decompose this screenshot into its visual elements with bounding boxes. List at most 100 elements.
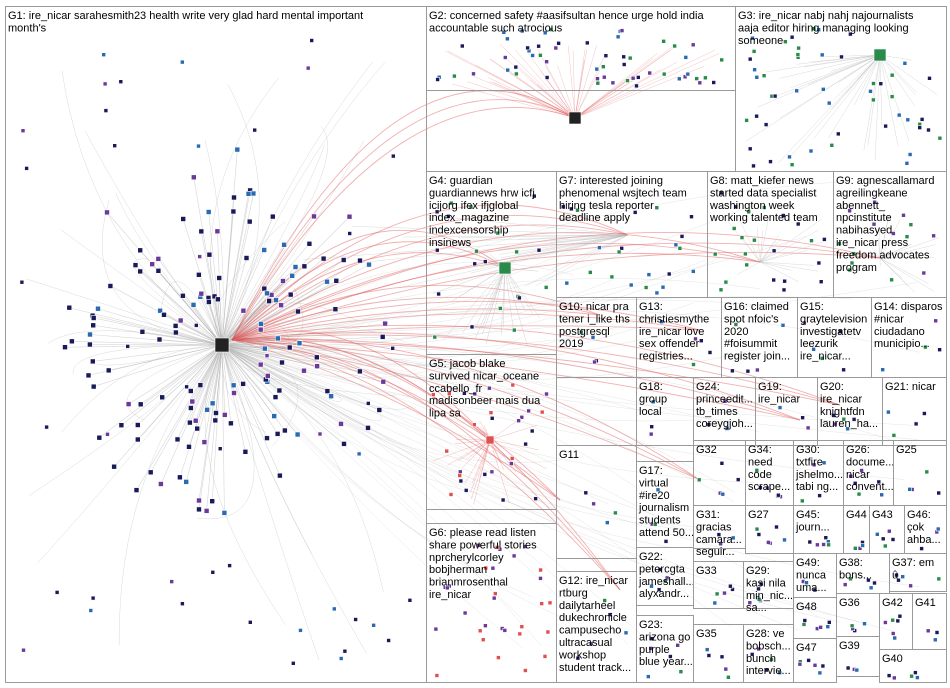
- group-label-line: ultracasual: [559, 637, 612, 649]
- graph-node: [170, 580, 174, 584]
- group-label-line: G16: claimed: [724, 301, 789, 313]
- graph-node: [449, 493, 453, 497]
- graph-node: [185, 385, 189, 389]
- graph-node: [783, 40, 787, 44]
- graph-node: [231, 383, 236, 388]
- graph-node: [267, 298, 272, 303]
- graph-node: [187, 420, 192, 425]
- graph-node: [819, 280, 823, 284]
- graph-node: [647, 273, 651, 277]
- group-label-line: sex offender: [639, 338, 700, 350]
- graph-node: [537, 44, 541, 48]
- graph-node: [483, 260, 487, 264]
- hub-node-g5: [486, 436, 494, 444]
- graph-node: [498, 306, 502, 310]
- graph-node: [920, 117, 924, 121]
- graph-node: [655, 206, 659, 210]
- graph-node: [489, 411, 493, 415]
- group-label-line: G1: ire_nicar sarahesmith23 health write…: [8, 10, 363, 22]
- group-label-line: G40: [882, 653, 903, 665]
- graph-node: [244, 256, 249, 261]
- graph-node: [928, 76, 932, 80]
- group-label-g33: G33: [696, 565, 717, 577]
- group-label-line: dailytarheel: [559, 600, 615, 612]
- graph-node: [173, 323, 178, 328]
- graph-node: [610, 275, 614, 279]
- graph-node: [509, 462, 513, 466]
- graph-node: [253, 128, 257, 132]
- graph-node: [843, 583, 847, 587]
- graph-node: [585, 41, 589, 45]
- graph-node: [698, 81, 702, 85]
- graph-node: [299, 628, 303, 632]
- graph-node: [896, 619, 900, 623]
- graph-node: [540, 602, 544, 606]
- graph-node: [872, 82, 876, 86]
- graph-node: [752, 164, 756, 168]
- graph-node: [195, 426, 200, 431]
- graph-node: [884, 124, 888, 128]
- graph-node: [217, 276, 222, 281]
- graph-node: [478, 629, 482, 633]
- graph-node: [437, 292, 441, 296]
- graph-node: [408, 598, 412, 602]
- graph-node: [372, 623, 376, 627]
- graph-node: [150, 262, 155, 267]
- graph-node: [281, 279, 286, 284]
- graph-node: [673, 44, 677, 48]
- group-label-line: jameshall...: [638, 576, 695, 588]
- graph-node: [597, 246, 601, 250]
- graph-node: [596, 81, 600, 85]
- graph-node: [881, 537, 885, 541]
- graph-node: [818, 494, 822, 498]
- graph-node: [518, 632, 522, 636]
- group-label-g42: G42: [882, 597, 903, 609]
- graph-node: [626, 79, 630, 83]
- group-label-line: washington week: [709, 200, 795, 212]
- group-label-line: G49:: [796, 557, 820, 569]
- graph-node: [783, 538, 787, 542]
- group-label-line: nunca: [796, 569, 827, 581]
- graph-node: [914, 422, 918, 426]
- group-label-line: bobjherman: [429, 564, 487, 576]
- graph-node: [490, 470, 494, 474]
- group-label-line: G36: [839, 597, 860, 609]
- graph-node: [922, 412, 926, 416]
- graph-node: [880, 493, 884, 497]
- group-label-line: rtburg: [559, 587, 588, 599]
- graph-node: [604, 54, 608, 58]
- graph-node: [258, 362, 263, 367]
- graph-node: [602, 75, 606, 79]
- graph-node: [218, 447, 222, 451]
- group-label-line: txtfire: [796, 456, 823, 468]
- graph-node: [809, 149, 813, 153]
- graph-node: [719, 288, 723, 292]
- graph-node: [807, 658, 811, 662]
- graph-node: [173, 330, 178, 335]
- group-label-line: seguir...: [696, 546, 735, 558]
- graph-node: [620, 29, 624, 33]
- graph-node: [262, 286, 267, 291]
- graph-node: [293, 265, 298, 270]
- graph-node: [705, 648, 709, 652]
- group-label-line: #foisummit: [724, 338, 777, 350]
- graph-node: [119, 423, 124, 428]
- graph-node: [262, 346, 267, 351]
- graph-node: [721, 492, 725, 496]
- graph-node: [325, 389, 330, 394]
- graph-node: [918, 126, 922, 130]
- graph-node: [769, 160, 773, 164]
- graph-node: [617, 250, 621, 254]
- group-label-line: G6: please read listen: [429, 527, 536, 539]
- graph-node: [377, 408, 382, 413]
- graph-node: [762, 74, 766, 78]
- group-label-line: share powerful stories: [429, 539, 537, 551]
- group-label-line: G2: concerned safety #aasifsultan hence …: [429, 10, 704, 22]
- graph-node: [314, 355, 319, 360]
- group-label-line: phenomenal wsjtech team: [559, 187, 687, 199]
- graph-node: [196, 272, 201, 277]
- graph-node: [106, 432, 110, 436]
- graph-node: [458, 474, 462, 478]
- graph-node: [662, 39, 666, 43]
